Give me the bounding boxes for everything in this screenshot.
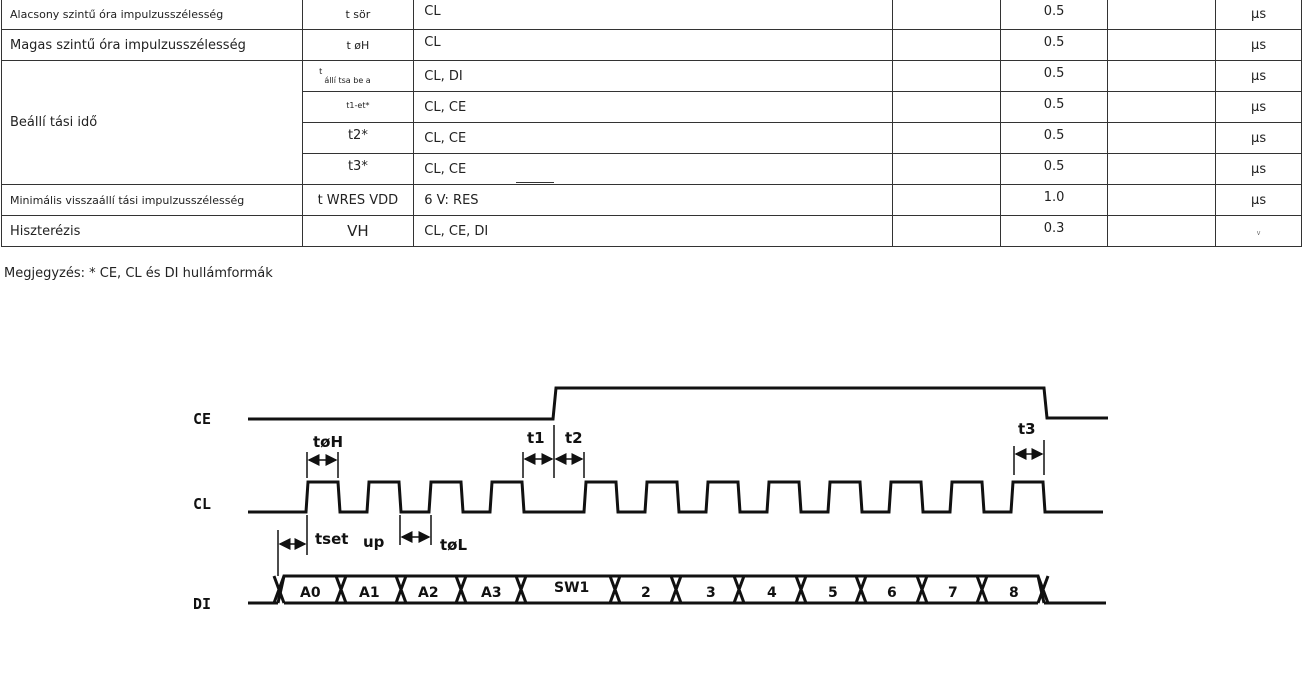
label-tset: tset [315, 530, 348, 548]
param-typ: 0.5 [999, 153, 1109, 185]
param-unit: μs [1215, 91, 1302, 123]
param-name: Alacsony szintű óra impulzusszélesség [1, 0, 303, 30]
ce-waveform [248, 386, 1108, 421]
param-min [892, 29, 1001, 61]
param-symbol: t2* [301, 122, 415, 154]
param-min [892, 60, 1001, 92]
di-cell-6: 6 [887, 585, 897, 601]
table-row: Magas szintű óra impulzusszélesség t øH … [1, 29, 1302, 61]
param-name: Magas szintű óra impulzusszélesség [1, 29, 303, 61]
param-symbol: VH [301, 215, 415, 247]
param-max [1107, 215, 1217, 247]
param-min [892, 122, 1001, 154]
table-row: t1-et* CL, CE 0.5 μs [2, 91, 1302, 123]
param-max [1107, 184, 1217, 216]
param-unit: μs [1215, 29, 1302, 61]
param-name: Minimális visszaállí tási impulzusszéles… [1, 184, 303, 216]
di-cell-7: 7 [948, 585, 958, 601]
di-cell-a3: A3 [481, 585, 502, 601]
param-conditions: CL, CE [413, 91, 894, 123]
label-tphih: tøH [313, 433, 343, 451]
param-min [892, 91, 1001, 123]
table-row: Alacsony szintű óra impulzusszélesség t … [1, 0, 1302, 30]
di-cell-a0: A0 [300, 585, 321, 601]
param-conditions: CL [413, 0, 894, 30]
param-conditions: CL, CE [413, 122, 894, 154]
signal-label-cl: CL [193, 495, 211, 513]
label-tphil: tøL [440, 536, 467, 554]
di-transitions [272, 575, 1050, 604]
param-name: Beállí tási idő [1, 60, 303, 185]
param-conditions: CL, CE [413, 153, 894, 185]
param-symbol: t øH [301, 29, 415, 61]
di-cell-sw1: SW1 [554, 580, 589, 596]
di-cell-a1: A1 [359, 585, 380, 601]
param-unit: μs [1215, 153, 1302, 185]
param-symbol: t WRES VDD [301, 184, 415, 216]
param-typ: 1.0 [999, 184, 1109, 216]
param-unit: μs [1215, 122, 1302, 154]
label-t2: t2 [565, 429, 583, 447]
di-cell-2: 2 [641, 585, 651, 601]
timing-spec-table: Alacsony szintű óra impulzusszélesség t … [1, 0, 1302, 247]
table-row: Hiszterézis VH CL, CE, DI 0.3 V [1, 215, 1302, 247]
param-typ: 0.5 [999, 91, 1109, 123]
param-unit: μs [1215, 60, 1302, 92]
di-cell-4: 4 [767, 585, 777, 601]
param-name: Hiszterézis [1, 215, 303, 247]
table-row: t2* CL, CE 0.5 μs [2, 122, 1302, 154]
label-up: up [363, 533, 385, 551]
di-cell-8: 8 [1009, 585, 1019, 601]
cl-waveform [248, 480, 1103, 514]
param-min [892, 215, 1001, 247]
table-row: Minimális visszaállí tási impulzusszéles… [1, 182, 1302, 216]
di-cell-3: 3 [706, 585, 716, 601]
param-typ: 0.5 [999, 122, 1109, 154]
signal-label-di: DI [193, 595, 211, 613]
di-top-line [276, 574, 1046, 604]
table-row: Beállí tási idő t állí tsa be a CL, DI 0… [1, 60, 1302, 185]
param-conditions: 6 V: RES [413, 182, 894, 216]
param-typ: 0.5 [999, 60, 1109, 92]
res-overbar [516, 182, 555, 183]
footnote: Megjegyzés: * CE, CL és DI hullámformák [4, 266, 273, 281]
label-t3: t3 [1018, 420, 1036, 438]
param-max [1107, 122, 1217, 154]
param-typ: 0.3 [999, 215, 1109, 247]
param-unit: μs [1215, 184, 1302, 216]
di-cell-a2: A2 [418, 585, 439, 601]
param-unit: V [1215, 215, 1302, 247]
param-conditions: CL, CE, DI [413, 215, 894, 247]
label-t1: t1 [527, 429, 545, 447]
signal-label-ce: CE [193, 410, 211, 428]
di-cell-5: 5 [828, 585, 838, 601]
param-symbol: t állí tsa be a [301, 60, 415, 92]
